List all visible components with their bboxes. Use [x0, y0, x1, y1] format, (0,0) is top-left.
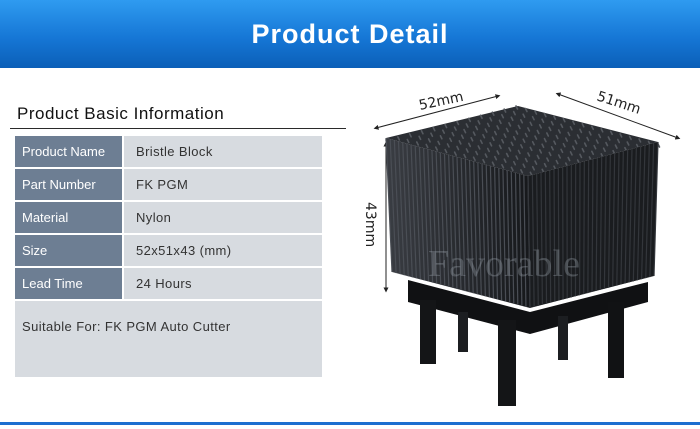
section-title: Product Basic Information: [17, 104, 225, 123]
page-title: Product Detail: [251, 19, 449, 49]
section-divider: [10, 128, 346, 129]
suitable-for-note: Suitable For: FK PGM Auto Cutter: [15, 301, 322, 377]
spec-value: 52x51x43 (mm): [124, 235, 322, 266]
spec-row-material: Material Nylon: [15, 202, 322, 233]
bristle-block-image: 52mm 51mm 43mm Favorable: [362, 89, 681, 406]
spec-row-product-name: Product Name Bristle Block: [15, 136, 322, 167]
dimension-depth: 51mm: [595, 89, 643, 118]
bristle-strands: [385, 137, 531, 309]
spec-row-lead-time: Lead Time 24 Hours: [15, 268, 322, 299]
footer-divider: [0, 422, 700, 425]
spec-table: Product Name Bristle Block Part Number F…: [15, 136, 322, 377]
dimension-width: 52mm: [418, 89, 465, 114]
watermark-logo: Favorable: [428, 243, 580, 285]
spec-row-size: Size 52x51x43 (mm): [15, 235, 322, 266]
spec-value: Bristle Block: [124, 136, 322, 167]
spec-value: Nylon: [124, 202, 322, 233]
dimension-height: 43mm: [362, 202, 378, 247]
spec-label: Part Number: [15, 169, 122, 200]
spec-label: Material: [15, 202, 122, 233]
spec-label: Lead Time: [15, 268, 122, 299]
spec-row-part-number: Part Number FK PGM: [15, 169, 322, 200]
spec-label: Product Name: [15, 136, 122, 167]
spec-label: Size: [15, 235, 122, 266]
spec-value: 24 Hours: [124, 268, 322, 299]
header-banner: [0, 0, 700, 68]
spec-value: FK PGM: [124, 169, 322, 200]
